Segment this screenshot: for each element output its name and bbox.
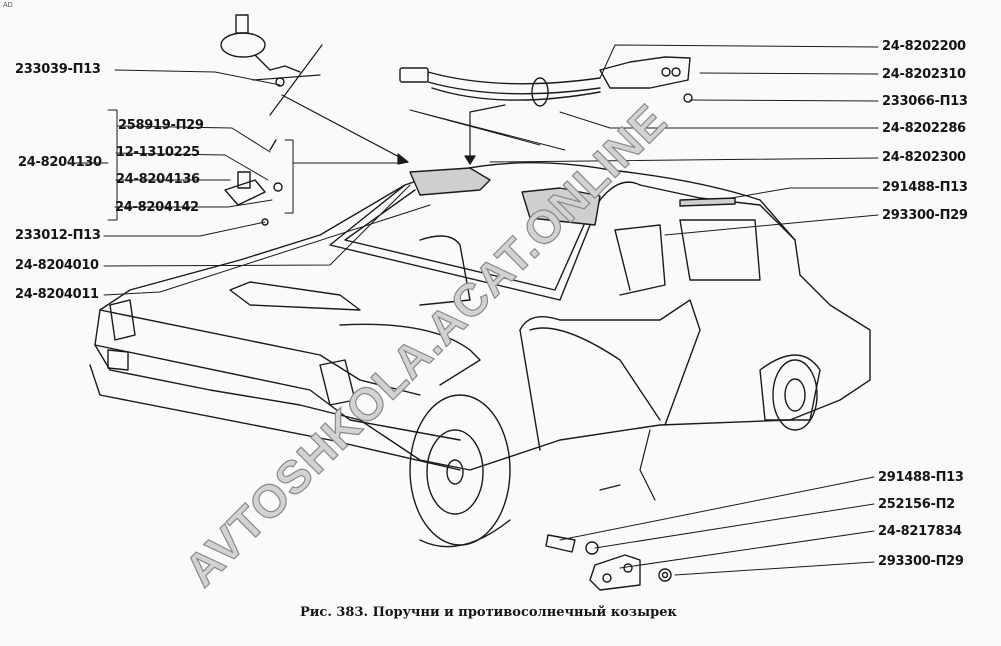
part-label-24-8204010: 24-8204010 — [15, 258, 99, 273]
part-label-24-8204142: 24-8204142 — [115, 200, 199, 215]
clip-part — [224, 139, 283, 226]
front-wheel — [409, 394, 511, 548]
part-label-233039: 233039-П13 — [15, 62, 101, 77]
group-label-24-8204130: 24-8204130 — [18, 155, 102, 170]
part-label-right: 24-8202300 — [882, 150, 966, 165]
corner-mark: AD — [3, 2, 13, 9]
part-label-right: 233066-П13 — [882, 94, 968, 109]
bottom-parts — [545, 534, 672, 591]
part-label-right: 24-8202310 — [882, 67, 966, 82]
part-label-24-8204136: 24-8204136 — [116, 172, 200, 187]
part-label-bottom: 24-8217834 — [878, 524, 962, 539]
leader-lines-left — [71, 69, 431, 296]
leader-lines-right — [409, 44, 879, 576]
part-label-right: 24-8202200 — [882, 39, 966, 54]
callout-arrows — [252, 44, 656, 501]
part-label-right: 293300-П29 — [882, 208, 968, 223]
grab-handle-part — [399, 56, 693, 107]
part-label-bottom: 293300-П29 — [878, 554, 964, 569]
figure-caption: Рис. 383. Поручни и противосолнечный коз… — [300, 605, 677, 620]
part-label-24-8204011: 24-8204011 — [15, 287, 99, 302]
part-label-right: 291488-П13 — [882, 180, 968, 195]
part-label-bottom: 252156-П2 — [878, 497, 955, 512]
part-label-bottom: 291488-П13 — [878, 470, 964, 485]
part-label-233012: 233012-П13 — [15, 228, 101, 243]
part-label-12-1310225: 12-1310225 — [116, 145, 200, 160]
part-label-258919: 258919-П29 — [118, 118, 204, 133]
sun-visors — [409, 167, 736, 226]
rear-wheel — [772, 359, 818, 431]
handle-mount-part — [220, 14, 301, 87]
part-label-right: 24-8202286 — [882, 121, 966, 136]
